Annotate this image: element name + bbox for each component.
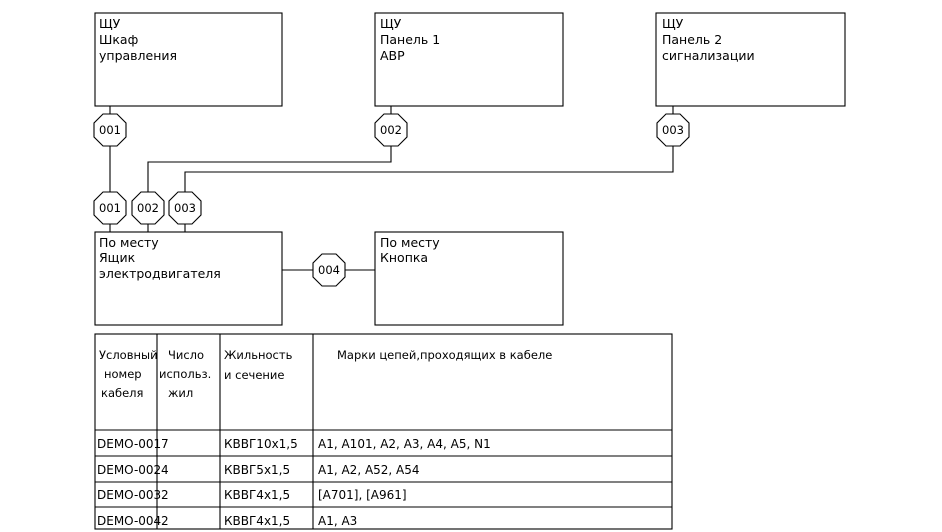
table-header: Марки цепей,проходящих в кабеле [337, 348, 552, 362]
table-header: жил [168, 386, 193, 400]
device-box-button[interactable]: По месту Кнопка [374, 231, 564, 326]
device-label-line: ЩУ [380, 16, 402, 31]
table-header: Жильность [224, 348, 293, 362]
device-label-line: ЩУ [99, 16, 121, 31]
device-box-panel-2[interactable]: ЩУ Панель 2 сигнализации [655, 12, 846, 107]
cable-tag-label: 001 [99, 123, 121, 137]
device-label-line: Ящик [99, 250, 136, 265]
table-header: кабеля [101, 386, 143, 400]
table-border [94, 333, 673, 530]
cable-tag-label: 003 [174, 201, 196, 215]
table-cell: КВВГ5х1,5 [224, 463, 290, 477]
table-cell: 2 [161, 488, 169, 502]
device-label-line: Шкаф [99, 32, 138, 47]
wire-003 [184, 106, 674, 232]
device-label-line: сигнализации [662, 48, 755, 63]
cable-tag-top-002[interactable]: 002 [374, 113, 408, 147]
table-cell: А1, А2, А52, А54 [318, 463, 420, 477]
cable-tag-label: 002 [137, 201, 159, 215]
device-label-line: Кнопка [380, 250, 428, 265]
device-label-line: управления [99, 48, 177, 63]
table-cell: 7 [161, 437, 169, 451]
cable-tag-label: 003 [662, 123, 684, 137]
table-cell: DEMO-004 [97, 514, 161, 528]
table-cell: А1, А3 [318, 514, 357, 528]
cable-tag-top-003[interactable]: 003 [656, 113, 690, 147]
device-label-line: ЩУ [662, 16, 684, 31]
table-cell: КВВГ4х1,5 [224, 488, 290, 502]
cable-tag-bottom-002[interactable]: 002 [131, 191, 165, 225]
cable-tag-label: 004 [318, 263, 340, 277]
cable-tag-bottom-001[interactable]: 001 [93, 191, 127, 225]
table-cell: КВВГ10х1,5 [224, 437, 298, 451]
device-label-line: электродвигателя [99, 266, 221, 281]
device-label-line: АВР [380, 48, 405, 63]
table-cell: DEMO-001 [97, 437, 161, 451]
table-header: и сечение [224, 368, 284, 382]
table-cell: DEMO-002 [97, 463, 161, 477]
device-box-motor-box[interactable]: По месту Ящик электродвигателя [94, 231, 283, 326]
table-header: Число [168, 348, 204, 362]
table-cell: [А701], [А961] [318, 488, 407, 502]
table-header: Условный [99, 348, 158, 362]
cable-table: Условный номер кабеля Число использ. жил… [94, 333, 673, 530]
device-label-line: Панель 2 [662, 32, 722, 47]
table-cell: 4 [161, 463, 169, 477]
table-cell: КВВГ4х1,5 [224, 514, 290, 528]
table-header: номер [104, 367, 142, 381]
table-cell: А1, А101, А2, А3, А4, А5, N1 [318, 437, 491, 451]
device-label-line: По месту [99, 235, 159, 250]
device-box-panel-1[interactable]: ЩУ Панель 1 АВР [374, 12, 564, 107]
cable-tag-top-001[interactable]: 001 [93, 113, 127, 147]
device-box-control-cabinet[interactable]: ЩУ Шкаф управления [94, 12, 283, 107]
table-cell: DEMO-003 [97, 488, 161, 502]
cable-tag-label: 001 [99, 201, 121, 215]
cable-tag-label: 002 [380, 123, 402, 137]
device-label-line: По месту [380, 235, 440, 250]
device-label-line: Панель 1 [380, 32, 440, 47]
table-cell: 2 [161, 514, 169, 528]
cable-tag-side-004[interactable]: 004 [312, 253, 346, 287]
cable-tag-bottom-003[interactable]: 003 [168, 191, 202, 225]
table-header: использ. [159, 367, 211, 381]
